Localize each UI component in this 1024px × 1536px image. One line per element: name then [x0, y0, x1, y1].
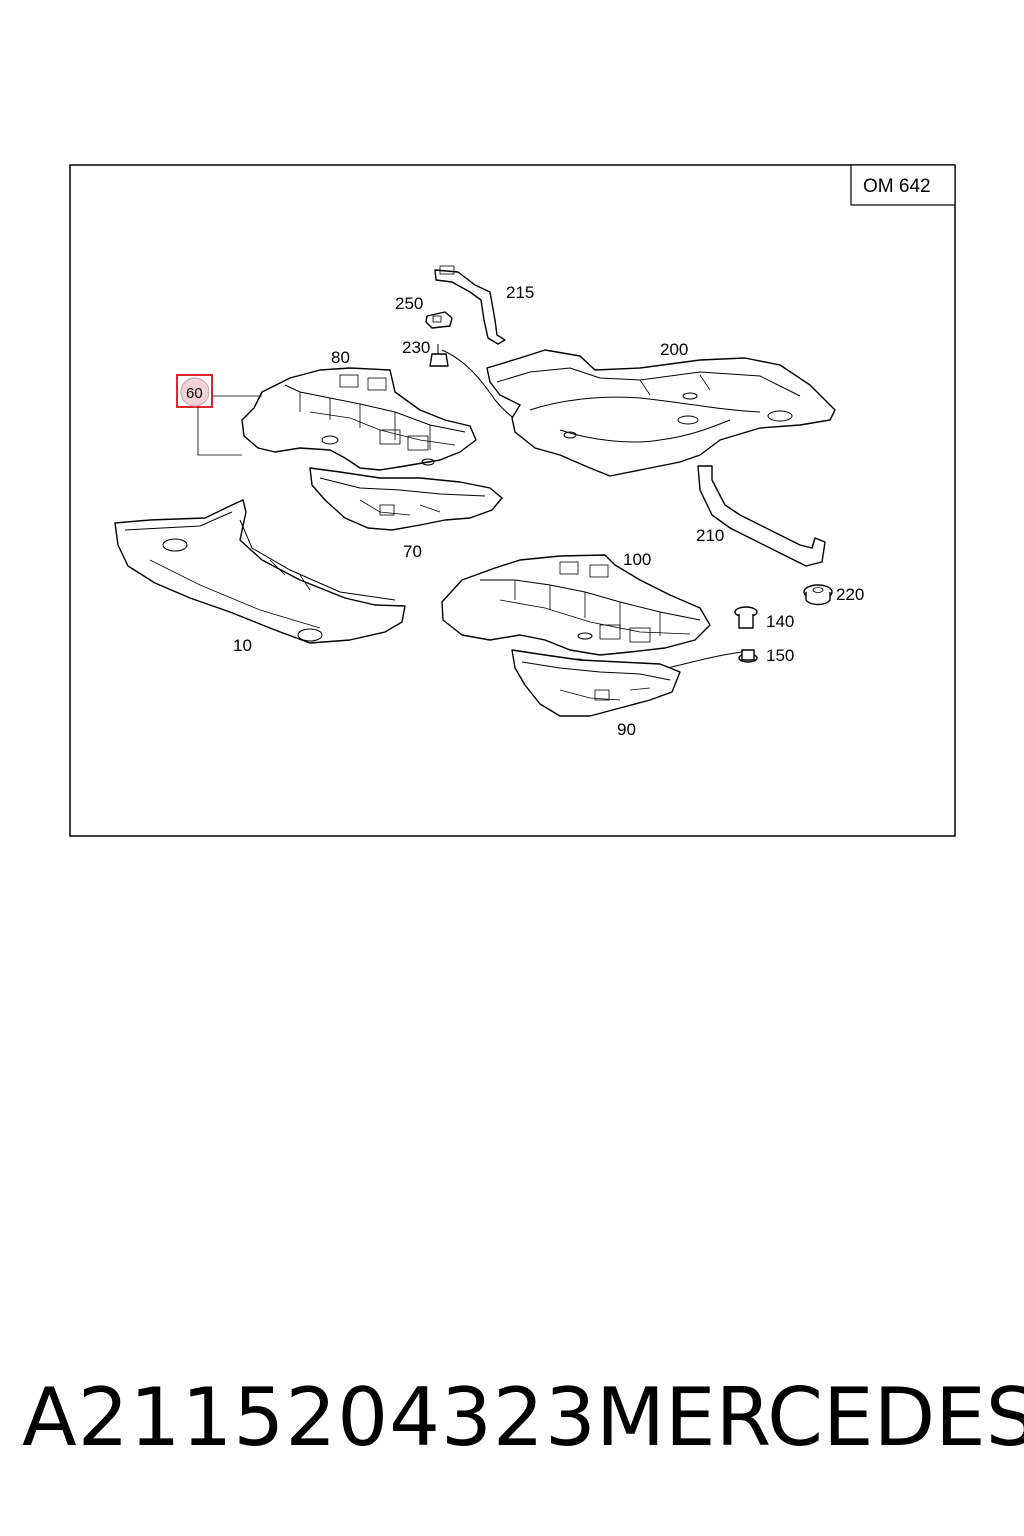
- diagram-frame: [69, 164, 956, 837]
- callout-60: 60: [186, 385, 203, 402]
- brand-name: MERCEDES: [596, 1371, 1024, 1464]
- footer: A2115204323 MERCEDES: [0, 1368, 1024, 1478]
- part-140-stud: [734, 606, 758, 629]
- part-210-strap: [697, 465, 826, 567]
- part-80-upper-cover: [241, 367, 477, 471]
- part-100-lower-cover: [441, 554, 711, 666]
- part-10-front-panel: [114, 499, 406, 644]
- callout-215: 215: [506, 283, 534, 302]
- callout-250: 250: [395, 294, 423, 313]
- parts-diagram: OM 642 10 80 70 60: [69, 164, 956, 837]
- part-250-clip: [425, 311, 453, 329]
- part-215-bracket: [434, 265, 506, 345]
- callout-140: 140: [766, 612, 794, 631]
- callout-210: 210: [696, 526, 724, 545]
- callout-230: 230: [402, 338, 430, 357]
- callout-10: 10: [233, 636, 252, 655]
- part-number: A2115204323: [22, 1371, 597, 1464]
- engine-code-box: OM 642: [850, 164, 956, 206]
- callout-60-highlight-box: [176, 374, 213, 408]
- part-90-lower-extension: [511, 649, 681, 717]
- callout-100: 100: [623, 550, 651, 569]
- part-70-lower-shield: [309, 467, 503, 531]
- callout-150: 150: [766, 646, 794, 665]
- callout-220: 220: [836, 585, 864, 604]
- part-220-nut: [803, 584, 833, 606]
- callout-90: 90: [617, 720, 636, 739]
- callout-70: 70: [403, 542, 422, 561]
- callout-60-group: 60: [176, 374, 262, 456]
- callout-80: 80: [331, 348, 350, 367]
- callout-60-marker: [180, 377, 210, 407]
- callout-200: 200: [660, 340, 688, 359]
- part-200-rear-shield: [486, 349, 836, 477]
- engine-code-label: OM 642: [863, 176, 931, 197]
